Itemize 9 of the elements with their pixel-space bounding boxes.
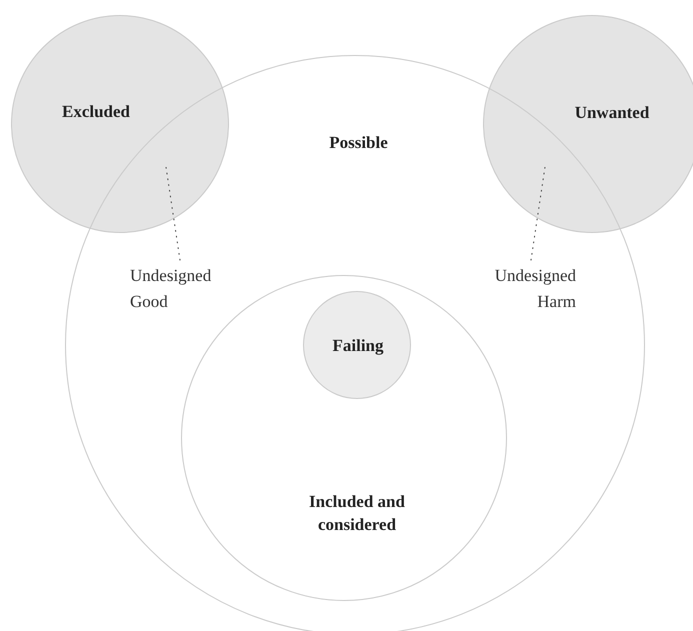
set-label: Failing — [331, 335, 384, 357]
leader-line — [530, 166, 546, 260]
annotation-text: Undesigned Good — [130, 263, 250, 315]
annotation-text: Undesigned Harm — [456, 263, 576, 315]
set-label: Included and considered — [308, 491, 406, 536]
set-label: Excluded — [60, 101, 132, 123]
set-label: Unwanted — [574, 102, 650, 124]
leader-line — [166, 166, 180, 260]
set-label: Possible — [328, 132, 389, 154]
